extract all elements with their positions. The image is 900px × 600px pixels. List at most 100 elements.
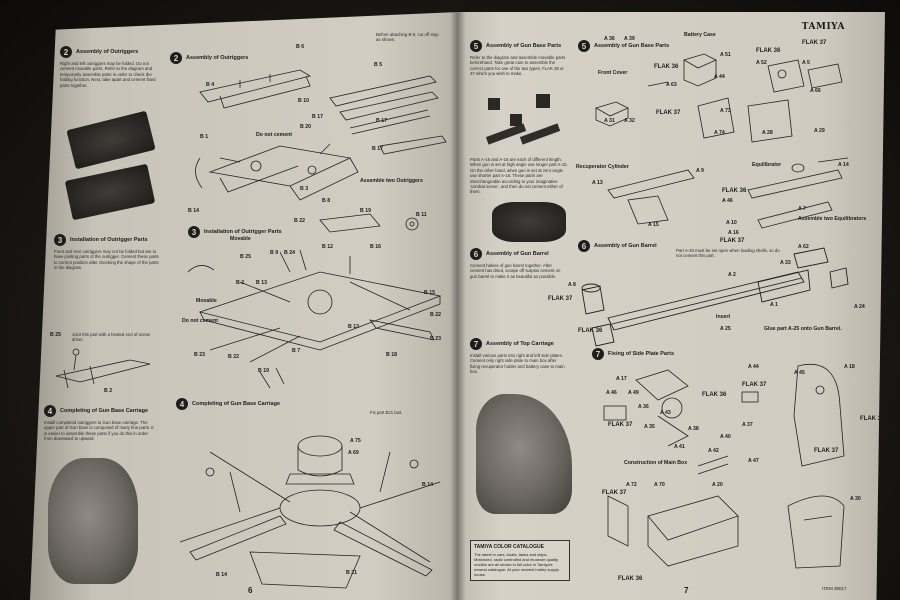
label-a52: A 52 [756,60,767,66]
step-number: 5 [470,40,482,52]
page-number-7: 7 [684,586,689,595]
label-b13: B 13 [256,280,267,286]
step-title: Fixing of Side Plate Parts [608,351,675,357]
label-a70: A 70 [654,482,665,488]
side-step-6: 6 Assembly of Gun Barrel Cement halves of… [470,248,566,279]
catalogue-title: TAMIYA COLOR CATALOGUE [474,544,544,550]
side-step-5: 5 Assembly of Gun Base Parts Refer to the… [470,40,566,77]
label-b17c: B 17 [372,146,383,152]
label-a40: A 40 [720,434,731,440]
step-title: Completing of Gun Base Carriage [60,408,149,414]
label-b14c: B 14 [216,572,227,578]
page-number-6: 6 [248,586,253,595]
side-step-4: 4 Completing of Gun Base Carriage Install… [44,405,156,442]
parts-length-note: Parts A-15 and A-16 are each of differen… [470,157,568,195]
assemble-two-outriggers: Assemble two Outriggers [360,178,423,184]
label-b23b: B 23 [194,352,205,358]
label-a15: A 15 [648,222,659,228]
label-a2: A 2 [728,272,736,278]
label-b9: B 9 [270,250,279,256]
do-not-cement-2: Do not cement [182,318,219,324]
label-a62: A 62 [798,244,809,250]
label-b18: B 18 [386,352,397,358]
construction-main-box-label: Construction of Main Box [624,460,688,466]
label-a18: A 18 [844,364,855,370]
catalogue-text: The latest in cars, boats, tanks and shi… [474,552,559,577]
step-title: Assembly of Outriggers [186,55,249,61]
label-a17: A 17 [616,376,627,382]
step-number: 6 [470,248,482,260]
label-b21: B 21 [346,570,357,576]
label-flak37g: FLAK 37 [814,448,839,454]
step-title: Assembly of Gun Barrel [486,251,549,257]
gun-barrel-drawing [568,238,858,352]
label-b14: B 14 [188,208,199,214]
label-a8: A 8 [568,282,576,288]
label-b25: B 25 [240,254,251,260]
label-a36: A 36 [604,36,615,42]
step-text: Front and rear outriggers may not be fol… [54,249,159,271]
label-a32: A 32 [624,118,635,124]
outrigger-assembly-drawing [180,62,450,226]
label-a44: A 44 [714,74,725,80]
label-a36b: A 36 [638,404,649,410]
recuperator-cylinder-label: Recuperator Cylinder [576,164,629,170]
label-a1: A 1 [770,302,778,308]
label-b14b: B 14 [422,482,433,488]
equilibrator-label: Equilibrator [752,162,782,168]
label-flak37f: FLAK 37 [608,422,633,428]
label-flak36f: FLAK 36 [860,416,885,422]
step-text: Install completed outriggers to Gun base… [44,420,154,442]
label-a74: A 74 [714,130,725,136]
label-a72: A 72 [626,482,637,488]
label-a20: A 20 [712,482,723,488]
main-step-4-header: 4 Completing of Gun Base Carriage [176,398,280,410]
label-b17a: B 17 [312,114,323,120]
step-title: Completing of Gun Base Carriage [192,401,281,407]
step-title: Assembly of Gun Base Parts [486,43,562,49]
a33-note: Part A-33 must be set open when loading … [676,248,780,259]
glue-a25-note: Glue part A-25 onto Gun Barrel. [764,326,842,332]
label-a37: A 37 [742,422,753,428]
label-a35: A 35 [644,424,655,430]
label-flak36e: FLAK 36 [702,392,727,398]
step-number: 4 [44,405,56,417]
label-b22a: B 22 [294,218,305,224]
label-b2: B 2 [104,388,113,394]
label-movable-2: Movable [196,298,217,304]
step-number: 4 [176,398,188,410]
label-b11: B 11 [416,212,427,218]
color-catalogue-box: TAMIYA COLOR CATALOGUE The latest in car… [470,540,570,581]
label-a42: A 42 [708,448,719,454]
gun-base-photo [48,458,138,584]
label-a33: A 33 [780,260,791,266]
label-b8: B 8 [322,198,331,204]
label-a29: A 29 [814,128,825,134]
label-b2: B 2 [236,280,245,286]
label-a44b: A 44 [748,364,759,370]
label-a28: A 28 [762,130,773,136]
label-b1: B 1 [200,134,209,140]
step-number: 3 [54,234,66,246]
label-a45: A 45 [794,370,805,376]
label-flak37b: FLAK 37 [656,110,681,116]
step-text: Refer to the diagram and assemble movabl… [470,55,566,77]
label-a10: A 10 [726,220,737,226]
step-text: Cement halves of gun barrel together. Af… [470,263,561,279]
label-flak37e: FLAK 37 [742,382,767,388]
label-a46b: A 46 [606,390,617,396]
side-plate-drawing [588,356,862,576]
label-b24: B 24 [284,250,295,256]
label-flak36d: FLAK 36 [578,328,603,334]
do-not-cement: Do not cement [256,132,293,138]
